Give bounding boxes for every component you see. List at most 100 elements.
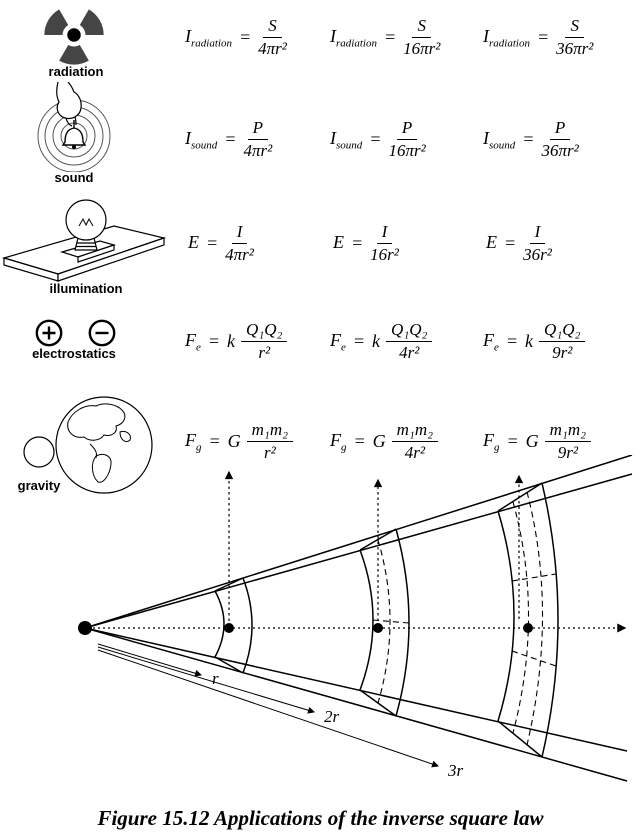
variable: I [330,25,336,46]
equals-sign: = [383,27,397,48]
small-mass-icon [23,436,55,468]
source-point [78,621,92,635]
equals-sign: = [238,27,252,48]
point-at-3r [523,623,533,633]
numerator: P [549,118,571,141]
label-2r: 2r [324,707,340,726]
radiation-icon [44,9,104,65]
numerator: I [376,222,393,245]
variable: F [330,329,341,350]
equals-sign: = [369,129,382,150]
variable: I [483,25,489,46]
figure-caption: Figure 15.12 Applications of the inverse… [97,806,544,830]
illumination-icon [2,199,166,282]
numerator: Q₁Q₂ [241,320,288,343]
equals-sign: = [352,331,366,352]
patch-3r-grid [511,491,557,746]
numerator: m₁m₂ [544,420,592,443]
electrostatics-icon [35,319,116,347]
gravity-icon [23,396,153,494]
formula-lhs: Fe [330,330,346,354]
equals-sign: = [353,431,366,452]
numerator: m₁m₂ [246,420,294,443]
variable-subscript: radiation [336,37,377,50]
negative-charge-icon [88,319,116,347]
formula-lhs: Isound [483,128,515,152]
sound-icon [37,82,111,172]
equals-sign: = [224,129,237,150]
formula-lhs: E [486,232,497,256]
coefficient: k [525,331,534,352]
variable: I [330,127,336,148]
denominator: 4r² [404,443,425,463]
vertical-reference-arrows [224,470,524,621]
point-at-r [224,623,234,633]
bulb-filament [78,217,94,227]
sphere-patch-3r [497,482,559,758]
equals-sign: = [206,233,219,254]
denominator: 16r² [370,245,399,265]
variable: I [185,127,191,148]
denominator: r² [263,443,276,463]
equals-sign: = [522,129,535,150]
axis-points [78,621,533,635]
earth-continents [67,403,131,483]
board-edge-right [57,237,165,282]
numerator: I [231,222,248,245]
variable-subscript: e [196,341,201,354]
formula-lhs: E [333,232,344,256]
denominator: 16πr² [403,39,441,59]
variable-subscript: e [494,341,499,354]
numerator: I [529,222,546,245]
variable-subscript: g [341,441,347,454]
equals-sign: = [536,27,550,48]
formula-lhs: Iradiation [185,26,232,50]
label-3r: 3r [447,761,464,780]
label-sound: sound [54,170,94,185]
variable-subscript: radiation [489,37,530,50]
earth-globe [55,396,153,494]
label-r: r [212,669,219,688]
arrow-to-3r [97,649,439,768]
denominator: 9r² [557,443,578,463]
denominator: 4r² [399,343,420,363]
variable-subscript: g [196,441,202,454]
formula-lhs: Isound [185,128,217,152]
plus-sign [42,326,56,340]
variable: F [330,429,341,450]
variable: F [483,429,494,450]
formula-lhs: Fe [483,330,499,354]
arrow-to-2r [97,646,316,714]
equals-sign: = [506,431,519,452]
sphere-patch-r [214,577,253,674]
numerator: Q₁Q₂ [539,320,586,343]
variable-subscript: sound [191,139,218,152]
denominator: 36r² [523,245,552,265]
numerator: P [396,118,418,141]
variable: E [188,231,199,252]
inverse-square-spreading-diagram: r 2r 3r [78,455,633,782]
coefficient: G [227,431,241,452]
hand-icon [56,82,82,127]
label-electrostatics: electrostatics [32,346,116,361]
lamp-base-side [77,244,115,263]
bulb-glass [65,199,107,241]
trefoil-center-dot [67,28,81,42]
point-at-2r [373,623,383,633]
